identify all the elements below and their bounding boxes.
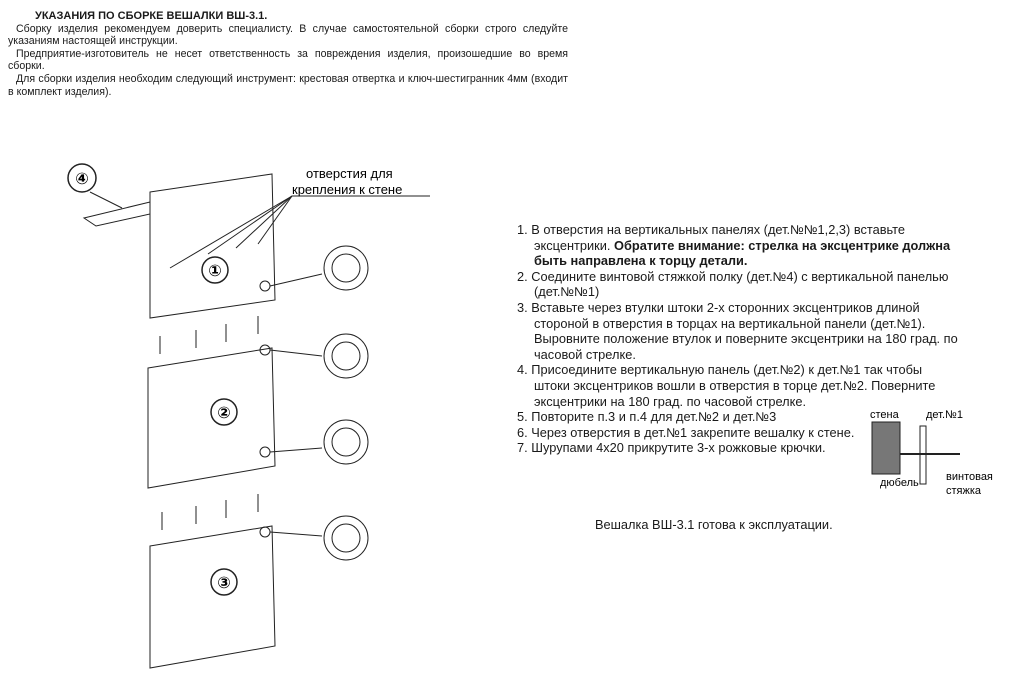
part-number-3: ③ <box>217 575 231 592</box>
connectors-1-2 <box>159 316 259 354</box>
instructions-header: УКАЗАНИЯ ПО СБОРКЕ ВЕШАЛКИ ВШ-3.1. Сборк… <box>8 10 568 98</box>
wall-label: стена <box>870 409 900 421</box>
eccentric-detail-1 <box>259 245 369 292</box>
holes-label-line2: крепления к стене <box>292 182 402 197</box>
page-title: УКАЗАНИЯ ПО СБОРКЕ ВЕШАЛКИ ВШ-3.1. <box>35 10 268 22</box>
step-3: 3. Вставьте через втулки штоки 2-х сторо… <box>517 299 958 362</box>
final-note: Вешалка ВШ-3.1 готова к эксплуатации. <box>595 517 833 532</box>
eccentric-detail-4 <box>259 515 369 561</box>
step-7: 7. Шурупами 4х20 прикрутите 3-х рожковые… <box>517 440 826 456</box>
part-number-4: ④ <box>75 171 89 188</box>
part-number-4-circle <box>67 163 97 193</box>
dowel-label: дюбель <box>880 477 919 489</box>
step-6: 6. Через отверстия в дет.№1 закрепите ве… <box>517 424 855 440</box>
eccentric-detail-2 <box>259 333 369 379</box>
eccentric-detail-3 <box>259 419 369 465</box>
part-number-2: ② <box>217 405 231 422</box>
panel-part-1 <box>149 173 276 319</box>
assembly-steps: 1. В отверстия на вертикальных панелях (… <box>517 222 1012 456</box>
wall-mount-diagram: стена дет.№1 дюбель винтовая стяжка <box>870 409 993 497</box>
assembly-diagram: ④ ① ② ③ отверстия для крепления к стене <box>67 163 430 669</box>
screw-label-line1: винтовая <box>946 471 993 483</box>
part-number-3-circle <box>210 568 238 596</box>
part-number-1: ① <box>208 263 222 280</box>
step-5: 5. Повторите п.3 и п.4 для дет.№2 и дет.… <box>517 409 777 425</box>
holes-label-line1: отверстия для <box>306 166 393 181</box>
part-number-1-circle <box>201 256 229 284</box>
step-2: 2. Соедините винтовой стяжкой полку (дет… <box>517 268 949 300</box>
step-1: 1. В отверстия на вертикальных панелях (… <box>517 222 951 269</box>
step-4: 4. Присоедините вертикальную панель (дет… <box>517 362 936 409</box>
intro-paragraph-3: Для сборки изделия необходим следующий и… <box>8 72 568 98</box>
panel-part-3 <box>149 525 276 669</box>
intro-paragraph-2: Предприятие-изготовитель не несет ответс… <box>8 47 568 73</box>
connectors-2-3 <box>161 494 259 530</box>
screw-label-line2: стяжка <box>946 485 982 497</box>
part-number-2-circle <box>210 398 238 426</box>
intro-paragraph-1: Сборку изделия рекомендуем доверить спец… <box>8 22 568 48</box>
part-label: дет.№1 <box>926 409 963 421</box>
panel-part-2 <box>147 347 276 489</box>
